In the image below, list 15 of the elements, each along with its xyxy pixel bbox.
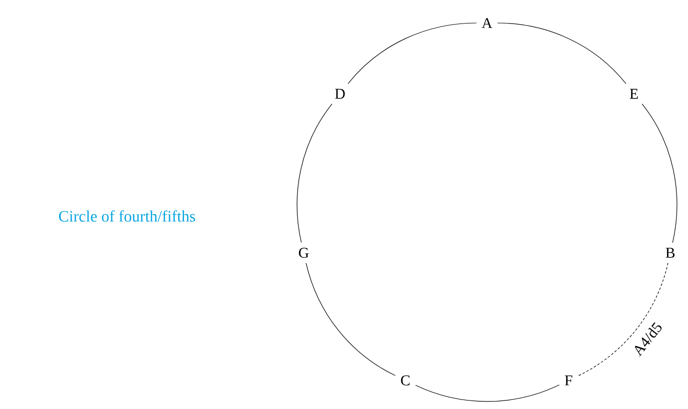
arc <box>415 384 560 402</box>
arc <box>497 22 626 84</box>
note-label: A <box>482 18 492 28</box>
note-label: B <box>666 248 675 258</box>
note-label: E <box>630 88 638 99</box>
note-label: D <box>335 88 345 99</box>
note-label: G <box>298 248 309 258</box>
dashed-arc <box>578 262 668 376</box>
title: Circle of fourth/fifths <box>59 210 196 222</box>
arc <box>296 104 332 243</box>
arc <box>348 22 477 84</box>
arc <box>642 104 678 243</box>
arc <box>306 262 396 376</box>
note-label: C <box>401 375 410 386</box>
note-label: F <box>564 376 572 386</box>
